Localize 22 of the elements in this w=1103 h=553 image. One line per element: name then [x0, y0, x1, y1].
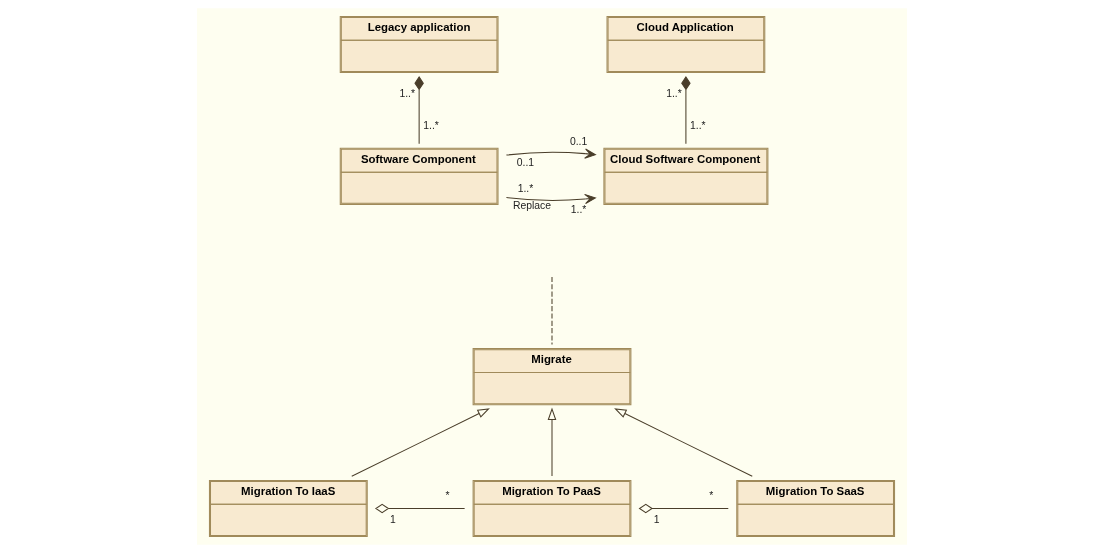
connector	[374, 503, 465, 514]
label: *	[708, 490, 713, 502]
label: 1..*	[422, 120, 439, 132]
label: *	[445, 490, 450, 502]
connector	[638, 503, 729, 514]
arrow	[350, 408, 490, 477]
label: 1..*	[665, 87, 682, 99]
arrow	[505, 148, 596, 159]
arrow	[505, 193, 596, 205]
label: 1..*	[570, 203, 586, 215]
connector	[680, 76, 691, 145]
label: 1	[653, 514, 659, 525]
arrow	[547, 407, 556, 477]
label: 1..*	[689, 120, 706, 132]
label: 0..1	[569, 136, 587, 148]
edge-label: Replace	[512, 199, 551, 211]
label: 1..*	[398, 87, 415, 99]
label: 1	[389, 514, 396, 525]
connector	[413, 76, 424, 145]
label: 1..*	[517, 182, 533, 194]
arrow	[613, 408, 753, 477]
label: 0..1	[516, 156, 534, 168]
